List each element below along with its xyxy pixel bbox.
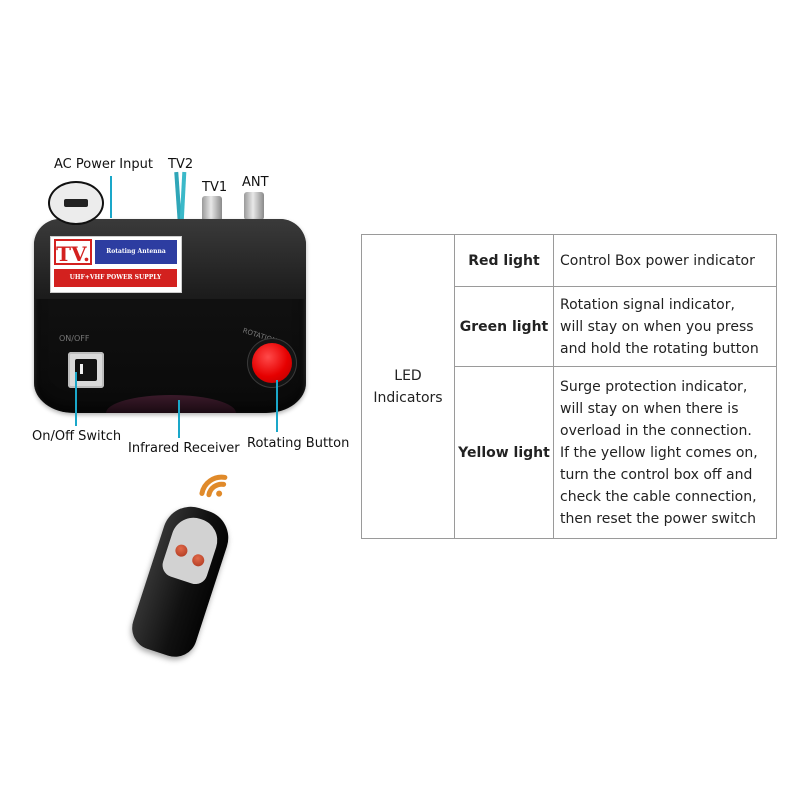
description-line: Surge protection indicator,	[560, 378, 748, 395]
description-line: Rotation signal indicator,	[560, 296, 735, 313]
power-switch-label: ON/OFF	[59, 334, 90, 343]
remote-button-right[interactable]	[190, 552, 206, 568]
remote-face	[159, 512, 223, 588]
label-tv-logo: TV.	[54, 239, 92, 266]
ant-label: ANT	[242, 175, 269, 190]
description-line: and hold the rotating button	[560, 340, 759, 357]
red-light-description: Control Box power indicator	[553, 234, 777, 287]
label-supply: UHF+VHF POWER SUPPLY	[54, 269, 177, 287]
rotating-button-label: Rotating Button	[247, 436, 350, 451]
led-group-label-line1: LED	[394, 367, 422, 384]
table-row: Yellow light Surge protection indicator,…	[362, 366, 777, 539]
description-line: check the cable connection,	[560, 488, 757, 505]
infrared-receiver-window	[106, 395, 236, 413]
tv2-label: TV2	[168, 157, 194, 172]
label-brand: Rotating Antenna	[95, 240, 177, 264]
ant-connector	[244, 192, 264, 220]
description-line: then reset the power switch	[560, 510, 757, 527]
on-off-switch-leader	[75, 372, 77, 426]
rotating-button[interactable]	[252, 343, 292, 383]
infrared-receiver-label: Infrared Receiver	[128, 441, 240, 456]
description-line: will stay on when you press	[560, 318, 754, 335]
tv1-connector	[202, 196, 222, 224]
remote-control	[126, 499, 236, 663]
green-light-description: Rotation signal indicator, will stay on …	[553, 286, 777, 367]
table-row: Green light Rotation signal indicator, w…	[362, 286, 777, 367]
led-indicator-table: LED Indicators Red light Control Box pow…	[361, 234, 777, 539]
led-group-label: LED Indicators	[361, 234, 455, 539]
description-line: will stay on when there is	[560, 400, 739, 417]
on-off-switch-label: On/Off Switch	[32, 429, 122, 444]
switch-rocker[interactable]	[75, 359, 97, 381]
tv1-label: TV1	[202, 180, 228, 195]
table-row: LED Indicators Red light Control Box pow…	[361, 234, 777, 539]
yellow-light-label: Yellow light	[454, 366, 554, 539]
yellow-light-description: Surge protection indicator, will stay on…	[553, 366, 777, 539]
description-line: If the yellow light comes on,	[560, 444, 758, 461]
product-label: TV. Rotating Antenna UHF+VHF POWER SUPPL…	[50, 236, 182, 293]
on-off-switch[interactable]	[68, 352, 104, 388]
description-line: turn the control box off and	[560, 466, 753, 483]
led-group-label-line2: Indicators	[373, 389, 443, 406]
control-box: TV. Rotating Antenna UHF+VHF POWER SUPPL…	[34, 219, 306, 413]
red-light-label: Red light	[454, 234, 554, 287]
description-line: overload in the connection.	[560, 422, 752, 439]
signal-waves-icon	[199, 474, 228, 498]
ac-power-input-label: AC Power Input	[54, 157, 153, 172]
ac-power-input-leader	[110, 176, 112, 218]
rotating-button-leader	[276, 380, 278, 432]
infrared-receiver-leader	[178, 400, 180, 438]
description-line: Control Box power indicator	[560, 252, 755, 269]
ac-port-inset	[48, 181, 104, 225]
green-light-label: Green light	[454, 286, 554, 367]
remote-button-left[interactable]	[173, 543, 189, 559]
tv2-cable-2	[179, 171, 187, 223]
